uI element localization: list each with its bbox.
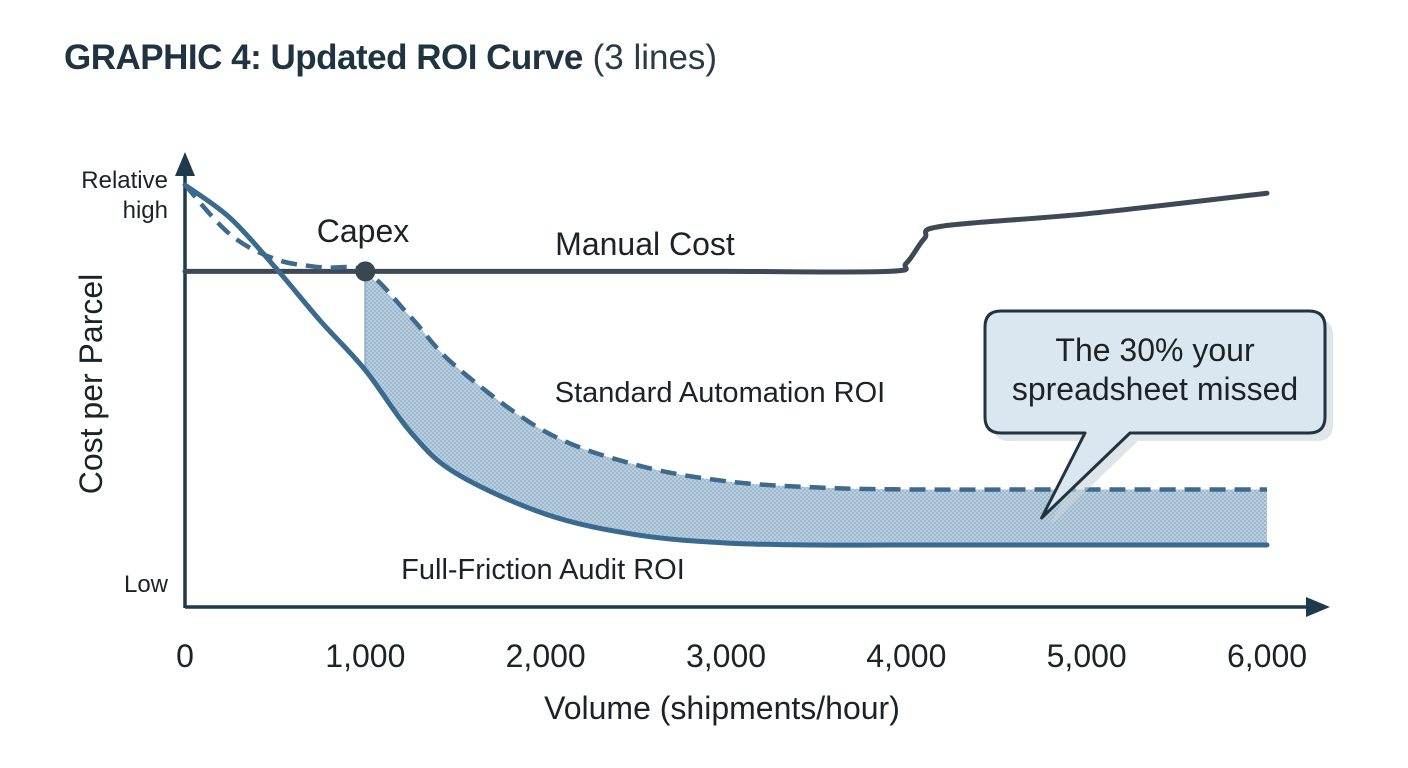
chart-title: GRAPHIC 4: Updated ROI Curve (3 lines): [64, 38, 717, 78]
label-full-friction-audit-roi: Full-Friction Audit ROI: [401, 554, 685, 586]
series-full-friction-audit-line: [182, 182, 1270, 548]
callout-text-line2: spreadsheet missed: [1012, 371, 1298, 407]
x-tick-label: 5,000: [1047, 638, 1127, 674]
gap-shaded-area: [365, 271, 1267, 546]
label-manual-cost: Manual Cost: [555, 226, 735, 262]
x-tick-label: 1,000: [325, 638, 405, 674]
x-tick-label: 2,000: [506, 638, 586, 674]
callout-text-line1: The 30% your: [1055, 332, 1255, 368]
x-tick-label: 6,000: [1227, 638, 1307, 674]
y-tick-high-line2: high: [123, 197, 168, 224]
y-axis-arrowhead: [175, 152, 195, 176]
y-tick-low: Low: [124, 571, 169, 598]
label-standard-automation-roi: Standard Automation ROI: [555, 377, 885, 409]
series-standard-automation-line: [183, 183, 1267, 492]
series-manual-cost-line: [182, 190, 1270, 275]
capex-marker-dot: [355, 261, 376, 282]
x-axis-label: Volume (shipments/hour): [544, 690, 900, 726]
x-tick-label: 3,000: [686, 638, 766, 674]
x-tick-label: 0: [176, 638, 194, 674]
chart-title-paren: (3 lines): [592, 38, 718, 77]
x-axis-arrowhead: [1306, 597, 1330, 617]
x-tick-label: 4,000: [866, 638, 946, 674]
annotation-capex: Capex: [317, 213, 410, 249]
chart-title-main: GRAPHIC 4: Updated ROI Curve: [64, 38, 583, 77]
y-tick-high-line1: Relative: [81, 167, 168, 194]
callout-bubble: [983, 309, 1327, 520]
y-axis-label: Cost per Parcel: [73, 274, 109, 495]
